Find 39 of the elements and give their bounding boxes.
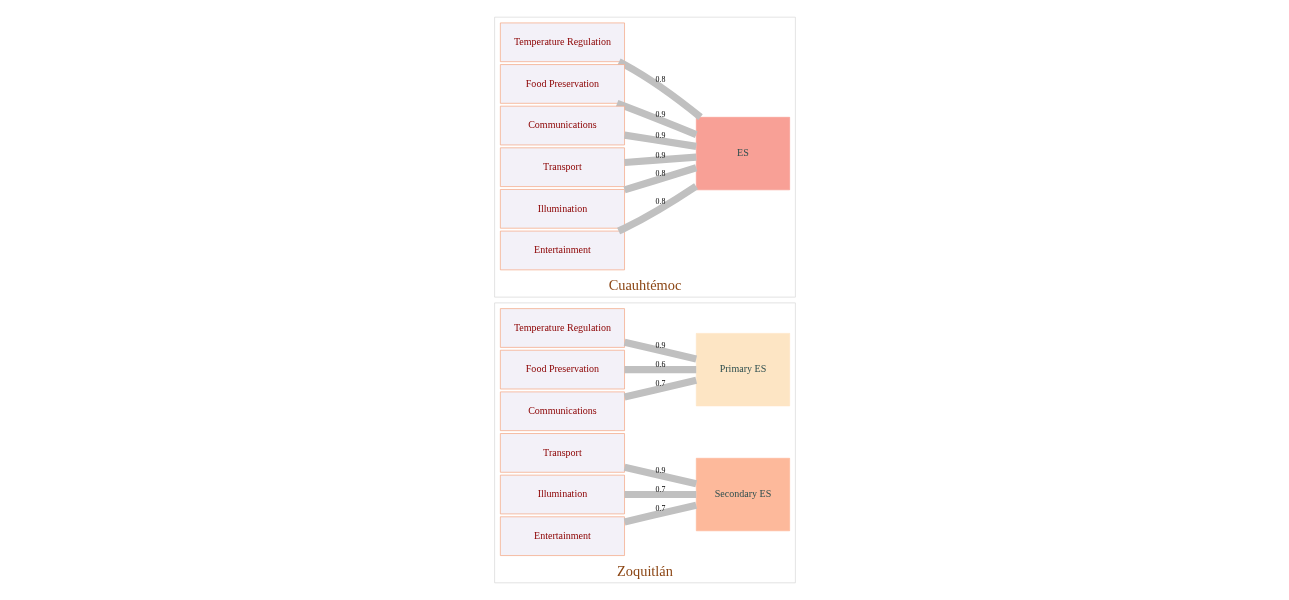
node-box: Food Preservation [499,64,625,104]
edge-label: 0.8 [655,74,665,84]
edge-label: 0.8 [655,168,665,178]
connector [623,131,697,150]
connector [616,183,698,235]
edge-label: 0.7 [655,485,665,495]
edge-label: 0.8 [655,197,665,207]
edge-label: 0.9 [655,465,665,475]
node-box: ES [695,116,790,191]
connector [624,366,696,374]
connector [623,501,697,526]
node-box: Secondary ES [695,457,790,532]
edge-label: 0.9 [655,150,665,160]
node-box: Entertainment [499,516,625,556]
node-box: Entertainment [499,230,625,271]
edge-label: 0.6 [655,360,665,370]
connector [623,164,697,194]
node-box: Primary ES [695,333,790,407]
edge-label: 0.9 [655,109,665,119]
node-box: Illumination [499,189,625,229]
node-box: Transport [499,147,625,187]
connector [615,100,698,138]
edge-label: 0.7 [655,379,665,388]
node-box: Temperature Regulation [499,308,625,348]
connector [623,376,697,401]
node-box: Illumination [499,474,625,515]
node-box: Communications [499,105,625,146]
connector [616,58,703,120]
edge-label: 0.9 [655,131,665,141]
connector [623,338,697,363]
node-box: Food Preservation [499,349,625,390]
node-box: Communications [499,391,625,431]
connector [623,153,696,167]
connector [623,463,697,488]
node-box: Temperature Regulation [499,22,625,63]
edge-label: 0.9 [655,340,665,350]
edge-label: 0.7 [655,503,665,513]
node-box: Transport [499,433,625,473]
connector [624,490,696,499]
